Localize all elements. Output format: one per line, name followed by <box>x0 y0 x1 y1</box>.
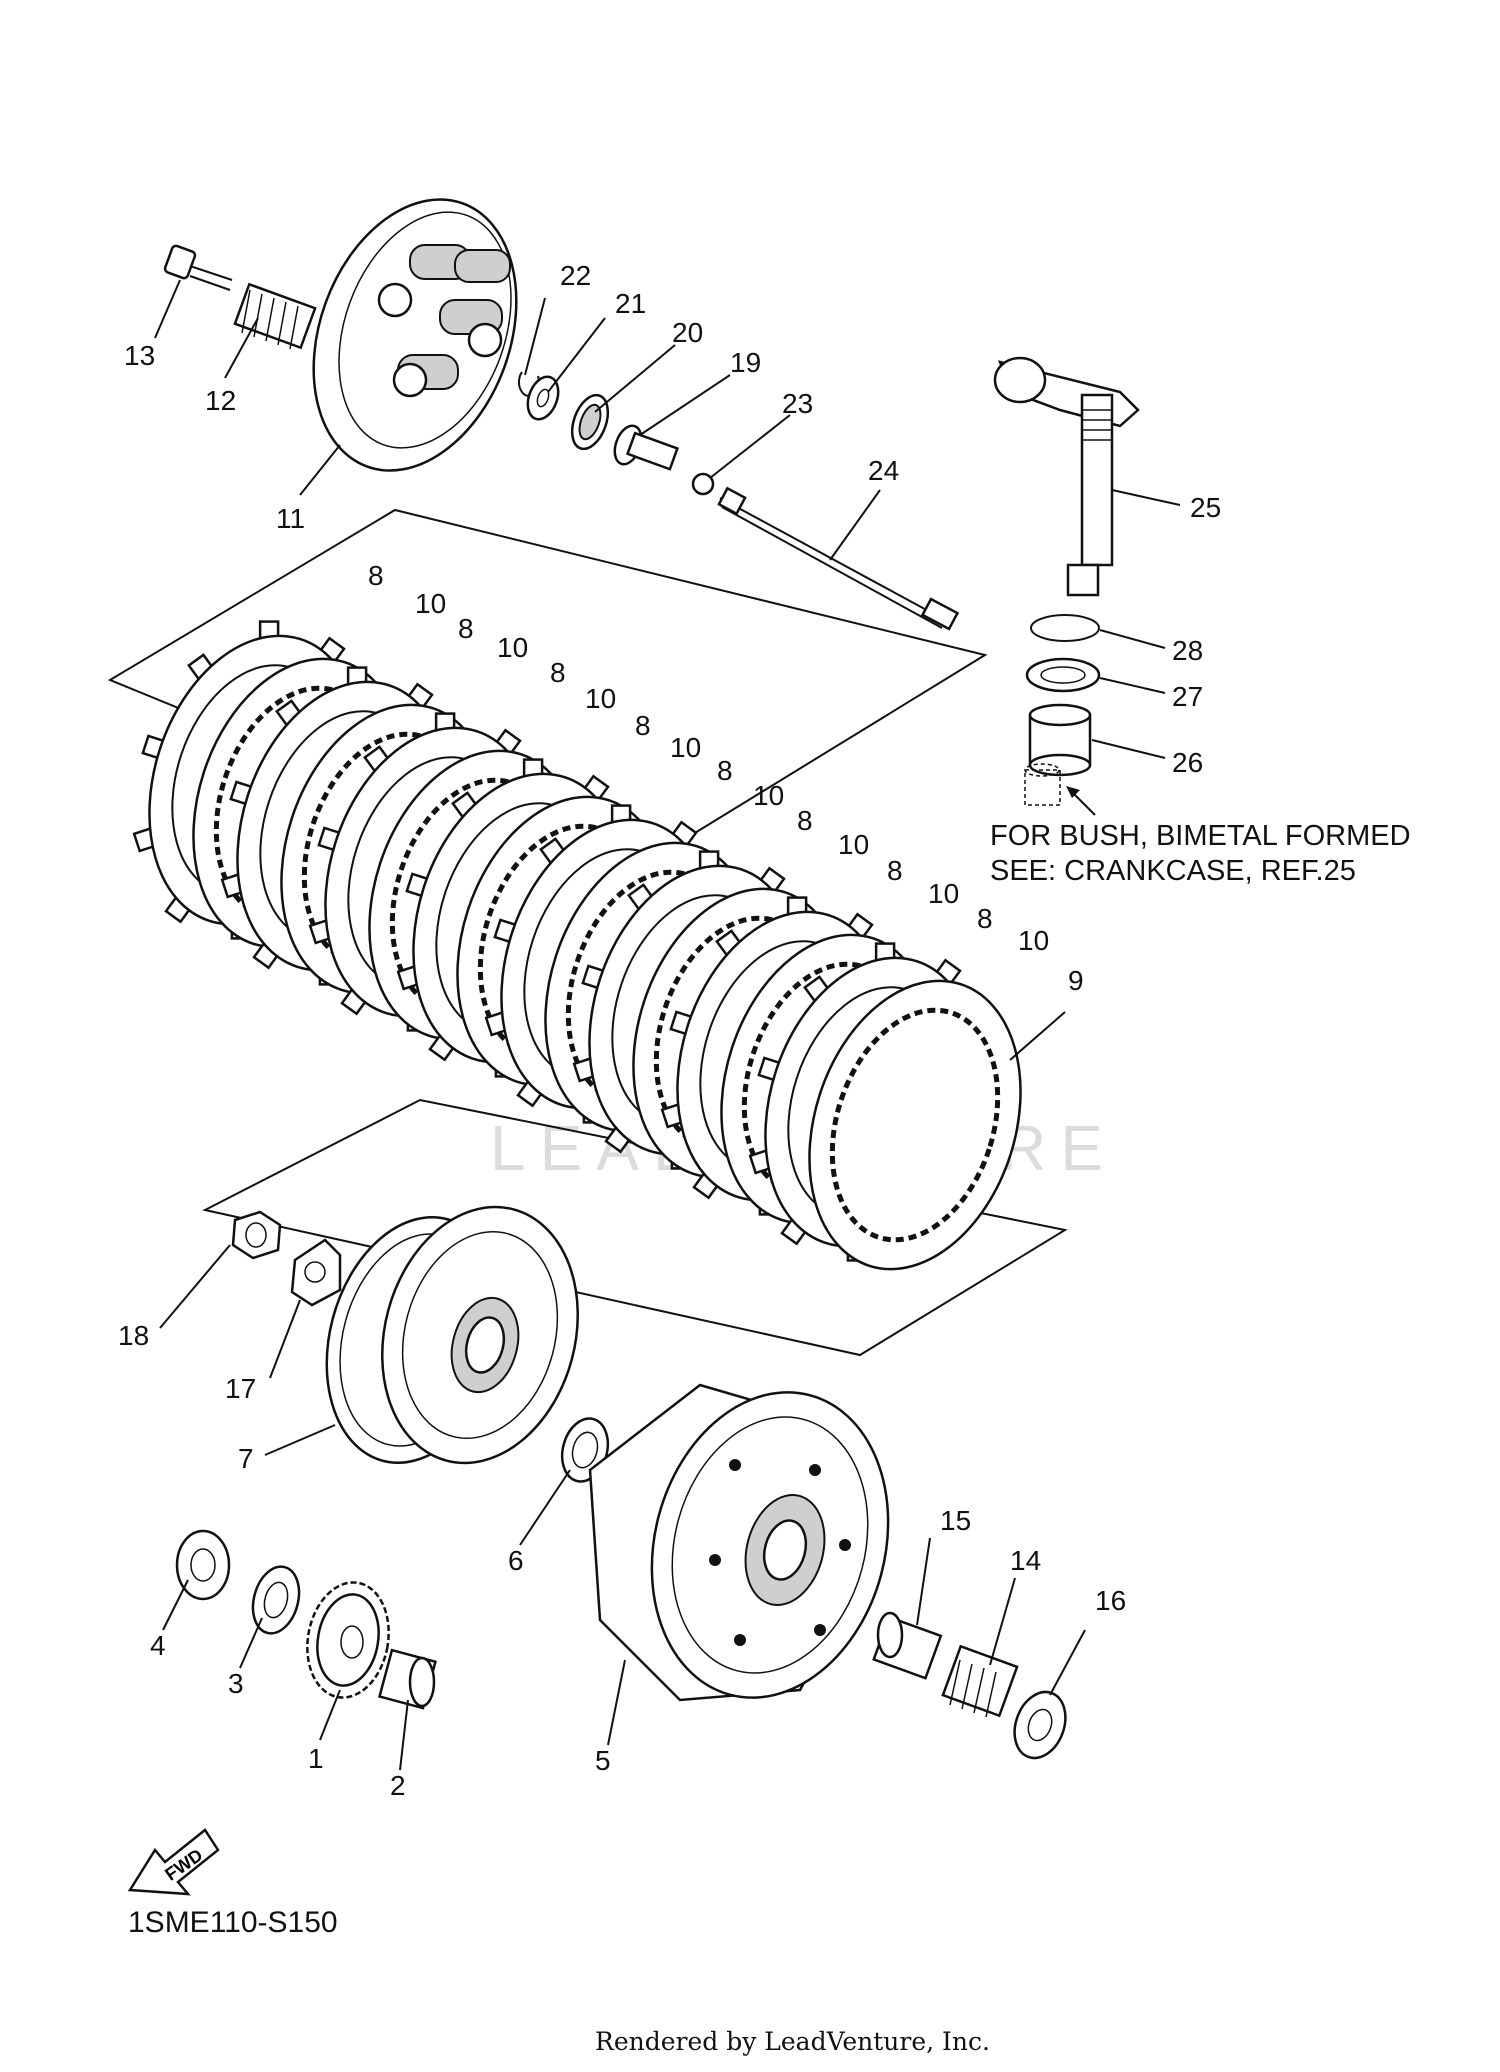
washer-3 <box>251 1565 301 1635</box>
callout-10-4: 10 <box>670 732 701 763</box>
callout-23: 23 <box>782 388 813 419</box>
thrust-washer-16 <box>1013 1690 1067 1760</box>
nut-4 <box>175 1529 231 1601</box>
callout-8-2: 8 <box>458 613 474 644</box>
note-line-2: SEE: CRANKCASE, REF.25 <box>990 855 1356 887</box>
callout-10-1: 10 <box>415 588 446 619</box>
bearing-26 <box>1028 703 1092 777</box>
callout-8-3: 8 <box>550 657 566 688</box>
nut-18 <box>231 1210 282 1260</box>
clutch-boss-5 <box>588 1383 890 1702</box>
push-lever-shaft <box>993 356 1140 597</box>
callout-17: 17 <box>225 1373 256 1404</box>
needle-bearing-14 <box>941 1644 1019 1718</box>
callout-26: 26 <box>1172 747 1203 778</box>
callout-6: 6 <box>508 1545 524 1576</box>
push-rod-24 <box>717 486 960 631</box>
callout-24: 24 <box>868 455 899 486</box>
callout-8-8: 8 <box>977 903 993 934</box>
callout-2: 2 <box>390 1770 406 1801</box>
note-arrow <box>1066 786 1096 816</box>
callout-8-4: 8 <box>635 710 651 741</box>
callout-25: 25 <box>1190 492 1221 523</box>
callout-14: 14 <box>1010 1545 1041 1576</box>
oil-seal-27 <box>1025 657 1101 693</box>
callout-8-5: 8 <box>717 755 733 786</box>
callout-4: 4 <box>150 1630 166 1661</box>
callout-10-6: 10 <box>838 829 869 860</box>
callout-20: 20 <box>672 317 703 348</box>
callout-15: 15 <box>940 1505 971 1536</box>
lock-washer-17 <box>290 1238 342 1307</box>
leader-lines <box>154 279 1181 1771</box>
ball-23 <box>691 472 715 496</box>
hub-group-outline <box>202 1098 1068 1357</box>
callout-10-3: 10 <box>585 683 616 714</box>
clutch-housing-gear <box>325 1205 579 1465</box>
callout-28: 28 <box>1172 635 1203 666</box>
callout-10-8: 10 <box>1018 925 1049 956</box>
plate-inner-edge <box>829 1007 1001 1243</box>
callout-numbers: 13 12 11 22 21 20 19 23 24 25 28 27 26 8… <box>118 260 1221 1801</box>
callout-7: 7 <box>238 1443 254 1474</box>
callout-1: 1 <box>308 1743 324 1774</box>
callout-10-7: 10 <box>928 878 959 909</box>
callout-10-5: 10 <box>753 780 784 811</box>
callout-10-2: 10 <box>497 632 528 663</box>
callout-11: 11 <box>276 503 305 534</box>
pressure-plate-bolt <box>163 244 233 291</box>
fwd-arrow-icon: FWD <box>127 1828 220 1896</box>
circlip-28 <box>1030 614 1100 642</box>
clutch-plate-stack <box>132 620 1022 1271</box>
bush-dashed <box>1024 763 1061 806</box>
callout-13: 13 <box>124 340 155 371</box>
clutch-spring <box>233 282 317 350</box>
pressure-plate <box>312 198 518 472</box>
callout-8-7: 8 <box>887 855 903 886</box>
push-rod-19 <box>613 424 679 471</box>
footer-credit: Rendered by LeadVenture, Inc. <box>595 2027 990 2056</box>
callout-3: 3 <box>228 1668 244 1699</box>
spacer-15 <box>872 1611 943 1680</box>
bush-2 <box>378 1648 437 1710</box>
steel-plate <box>808 979 1022 1271</box>
callout-19: 19 <box>730 347 761 378</box>
callout-16: 16 <box>1095 1585 1126 1616</box>
callout-18: 18 <box>118 1320 149 1351</box>
callout-5: 5 <box>595 1745 611 1776</box>
note-line-1: FOR BUSH, BIMETAL FORMED <box>990 820 1411 852</box>
drive-gear-1 <box>306 1581 390 1699</box>
callout-8-1: 8 <box>368 560 384 591</box>
bearing-20 <box>570 393 610 451</box>
callout-12: 12 <box>205 385 236 416</box>
callout-21: 21 <box>615 288 646 319</box>
callout-8-6: 8 <box>797 805 813 836</box>
callout-27: 27 <box>1172 681 1203 712</box>
callout-9: 9 <box>1068 965 1084 996</box>
callout-22: 22 <box>560 260 591 291</box>
diagram-code: 1SME110-S150 <box>128 1906 338 1939</box>
